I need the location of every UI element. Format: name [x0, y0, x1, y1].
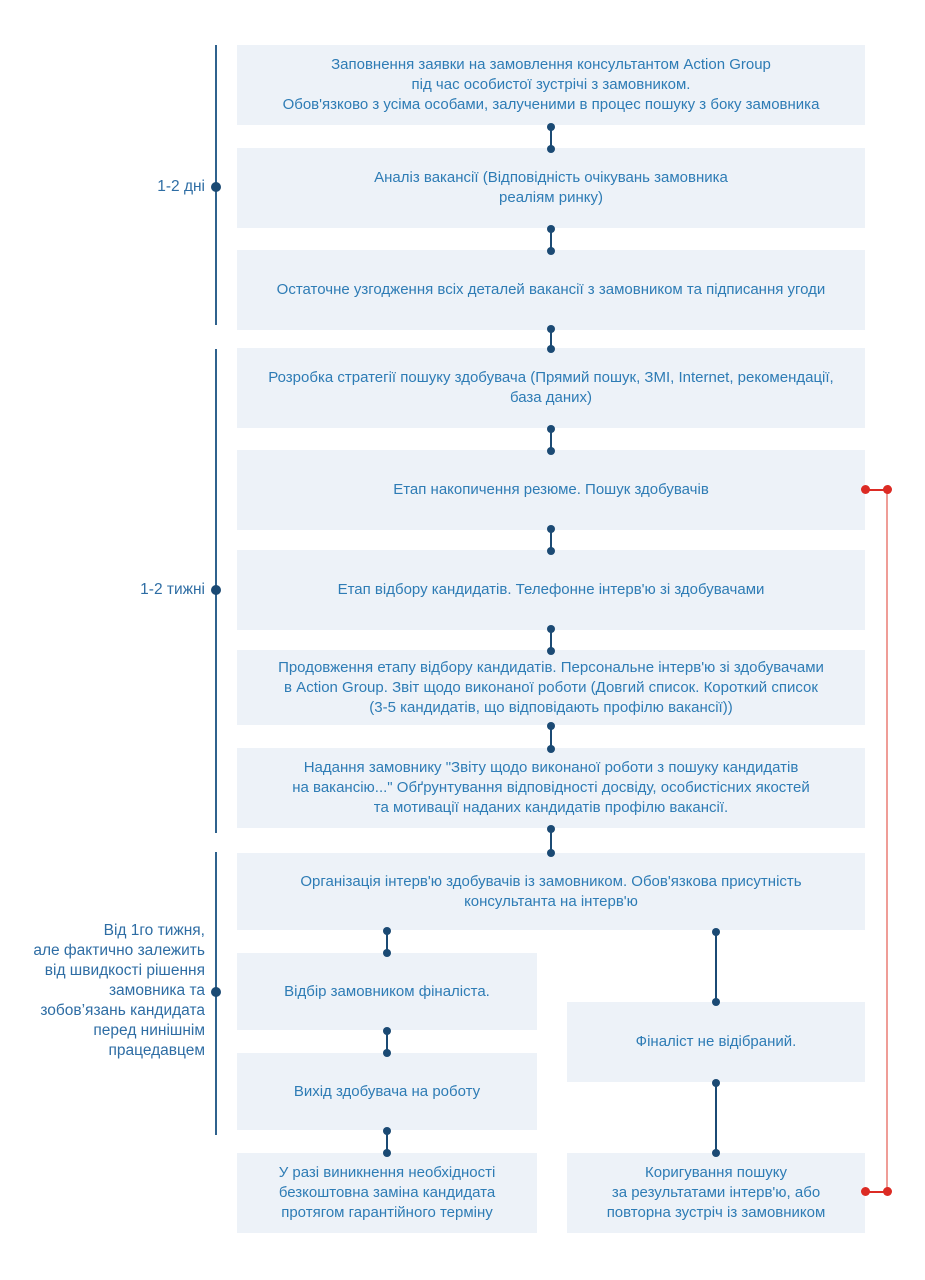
- flow-node-start-work: Вихід здобувача на роботу: [237, 1053, 537, 1130]
- feedback-loop-line: [886, 490, 888, 1193]
- flow-node-phone-interview: Етап відбору кандидатів. Телефонне інтер…: [237, 550, 865, 630]
- connector-5-6: [550, 529, 552, 551]
- timeline-dot-1: [211, 182, 221, 192]
- connector-9-10: [386, 931, 388, 953]
- feedback-stub-bottom: [866, 1191, 887, 1193]
- flow-node-resume-collection: Етап накопичення резюме. Пошук здобувачі…: [237, 450, 865, 530]
- flow-node-vacancy-analysis: Аналіз вакансії (Відповідність очікувань…: [237, 148, 865, 228]
- feedback-dot-top-left: [861, 485, 870, 494]
- flow-node-report-to-client: Надання замовнику "Звіту щодо виконаної …: [237, 748, 865, 828]
- connector-9-11: [715, 932, 717, 1002]
- feedback-dot-bottom-left: [861, 1187, 870, 1196]
- timeline-label-1: 1-2 дні: [157, 178, 205, 195]
- feedback-dot-bottom-right: [883, 1187, 892, 1196]
- connector-10-12: [386, 1031, 388, 1053]
- flow-node-finalist-not-selected: Фіналіст не відібраний.: [567, 1002, 865, 1082]
- flow-node-finalist-selected: Відбір замовником фіналіста.: [237, 953, 537, 1030]
- connector-7-8: [550, 726, 552, 749]
- timeline-dot-2: [211, 585, 221, 595]
- flow-node-client-interview: Організація інтерв'ю здобувачів із замов…: [237, 853, 865, 930]
- flow-node-personal-interview: Продовження етапу відбору кандидатів. Пе…: [237, 650, 865, 725]
- timeline-dot-3: [211, 987, 221, 997]
- connector-4-5: [550, 429, 552, 451]
- connector-2-3: [550, 229, 552, 251]
- connector-1-2: [550, 127, 552, 149]
- connector-11-14: [715, 1083, 717, 1153]
- feedback-dot-top-right: [883, 485, 892, 494]
- flow-node-final-agreement: Остаточне узгодження всіх деталей ваканс…: [237, 250, 865, 330]
- connector-12-13: [386, 1131, 388, 1153]
- timeline-label-2: 1-2 тижні: [140, 581, 205, 598]
- flow-node-search-strategy: Розробка стратегії пошуку здобувача (Пря…: [237, 348, 865, 428]
- connector-3-4: [550, 329, 552, 349]
- feedback-stub-top: [866, 489, 887, 491]
- connector-6-7: [550, 629, 552, 651]
- flow-node-application-form: Заповнення заявки на замовлення консульт…: [237, 45, 865, 125]
- connector-8-9: [550, 829, 552, 853]
